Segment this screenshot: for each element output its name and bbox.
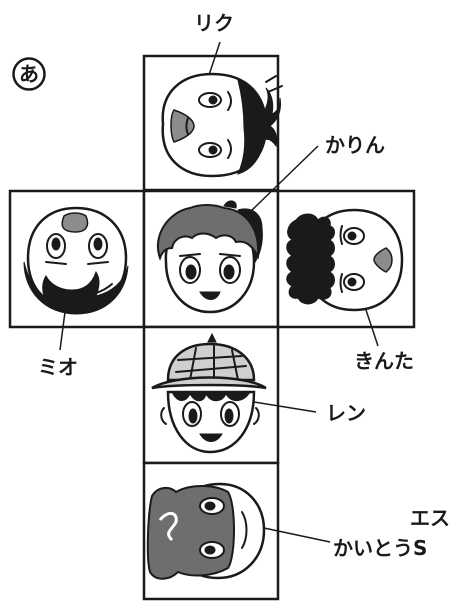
leader-ren xyxy=(253,401,317,413)
label-karin: かりん xyxy=(325,133,385,157)
label-mio: ミオ xyxy=(38,355,78,379)
leader-mio xyxy=(59,311,66,351)
leader-karin xyxy=(249,145,319,213)
marker-a: あ xyxy=(12,57,46,91)
svg-text:あ: あ xyxy=(19,62,39,86)
face-kinta xyxy=(286,208,404,312)
label-kaitou-s: かいとうS xyxy=(333,536,427,560)
face-kaitou-s xyxy=(146,482,266,580)
leader-kinta xyxy=(365,309,379,347)
leader-riku xyxy=(208,41,221,76)
label-kaitou-s-ruby: エス xyxy=(410,506,450,530)
label-kinta: きんた xyxy=(354,349,414,373)
leader-kaitou-s xyxy=(263,527,331,543)
label-riku: リク xyxy=(194,11,234,35)
face-ren xyxy=(151,332,267,454)
face-karin xyxy=(157,200,263,314)
face-mio xyxy=(23,206,129,315)
face-riku xyxy=(161,72,283,178)
label-ren: レン xyxy=(326,401,366,425)
